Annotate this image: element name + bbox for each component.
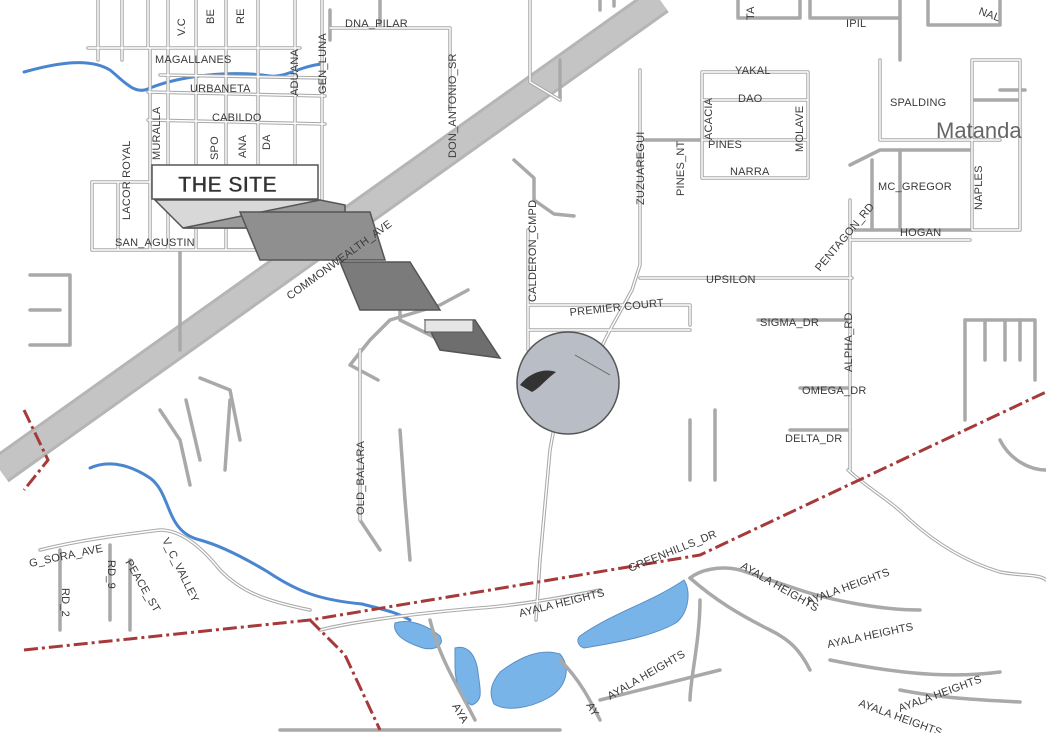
street-label: MC_GREGOR xyxy=(878,181,952,193)
street-label: NAPLES xyxy=(973,165,985,210)
street-label: LACOR ROYAL xyxy=(121,140,133,220)
site-label-box: THE SITE xyxy=(151,164,319,200)
street-label: DNA_PILAR xyxy=(345,18,408,30)
street-label: OMEGA_DR xyxy=(802,385,867,397)
street-label: ANA xyxy=(237,134,249,158)
street-label: SIGMA_DR xyxy=(760,317,819,329)
street-label: DA xyxy=(261,134,273,150)
street-label: V.C xyxy=(176,18,188,36)
site-blocks xyxy=(153,199,502,359)
street-label: SPO xyxy=(209,136,221,160)
street-label: NARRA xyxy=(730,166,770,178)
street-label: IPIL xyxy=(846,18,866,30)
boundary-line xyxy=(22,390,1046,731)
street-label: BE xyxy=(205,9,217,24)
circle-target-icon xyxy=(516,331,620,435)
street-label: RD_2 xyxy=(59,588,71,617)
street-label: HOGAN xyxy=(900,227,941,239)
site-label: THE SITE xyxy=(178,172,277,197)
street-label: PINES xyxy=(708,139,742,151)
street-label: SPALDING xyxy=(890,97,946,109)
street-label: TA xyxy=(745,6,757,20)
street-label: ACACIA xyxy=(703,97,715,140)
street-label: DELTA_DR xyxy=(785,433,842,445)
street-label: MOLAVE xyxy=(794,106,806,152)
street-label: ZUZUAREGUI xyxy=(635,132,647,206)
street-label: PINES_NT xyxy=(675,141,687,196)
street-label: MAGALLANES xyxy=(155,54,232,66)
street-label: RE xyxy=(235,8,247,24)
street-label: ALPHA_RD xyxy=(843,312,855,372)
street-label: UPSILON xyxy=(706,274,756,286)
street-label: URBANETA xyxy=(190,83,251,95)
street-label: DAO xyxy=(738,93,763,105)
street-label: OLD_BALARA xyxy=(355,440,367,515)
street-label: CALDERON_CMPD xyxy=(527,200,539,302)
street-label: GEN_LUNA xyxy=(317,33,329,94)
street-label: CABILDO xyxy=(212,112,262,124)
street-label: RD_9 xyxy=(105,560,117,589)
street-label: YAKAL xyxy=(735,65,771,77)
street-label: DON_ANTONIO_SR xyxy=(447,53,459,158)
street-label: ADUANA xyxy=(289,48,301,96)
street-label: MURALLA xyxy=(151,106,163,160)
place-label: Matanda xyxy=(936,118,1022,143)
target-marker xyxy=(516,331,620,435)
street-label: SAN_AGUSTIN xyxy=(115,237,195,249)
